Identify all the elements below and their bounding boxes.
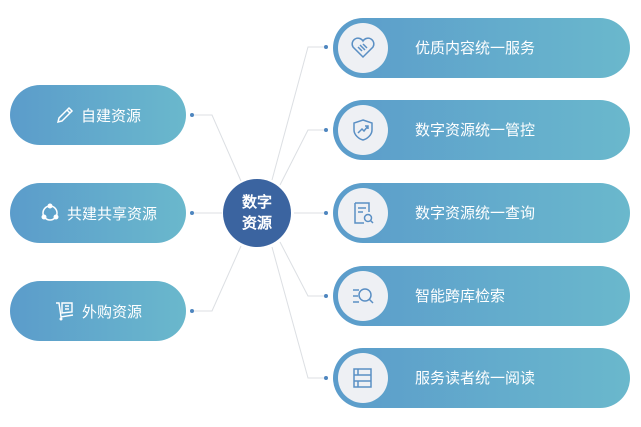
service-label: 服务读者统一阅读	[415, 369, 536, 387]
center-node-digital-resources: 数字资源	[223, 179, 291, 247]
connector-dot	[324, 211, 328, 215]
service-unified-reading: 服务读者统一阅读	[333, 348, 630, 408]
handshake-heart-icon	[338, 23, 388, 73]
pencil-icon	[56, 106, 74, 124]
center-label-line2: 资源	[241, 214, 272, 232]
service-unified-content: 优质内容统一服务	[333, 18, 630, 78]
center-label-line1: 数字	[241, 193, 272, 211]
service-unified-control: 数字资源统一管控	[333, 100, 630, 160]
service-label: 数字资源统一查询	[415, 204, 536, 222]
source-co-built-shared: 共建共享资源	[10, 183, 186, 243]
connector-dot	[324, 45, 328, 49]
list-search-icon	[338, 271, 388, 321]
source-label: 外购资源	[81, 302, 142, 321]
service-unified-query: 数字资源统一查询	[333, 183, 630, 243]
document-search-icon	[338, 188, 388, 238]
books-icon	[338, 353, 388, 403]
cart-icon	[55, 302, 74, 321]
connector-dot	[190, 211, 194, 215]
source-purchased: 外购资源	[10, 281, 186, 341]
service-cross-db-search: 智能跨库检索	[333, 266, 630, 326]
connector-dot	[190, 113, 194, 117]
connector-dot	[324, 376, 328, 380]
source-self-built: 自建资源	[10, 85, 186, 145]
shield-chart-icon	[338, 105, 388, 155]
service-label: 智能跨库检索	[415, 287, 506, 305]
source-label: 共建共享资源	[66, 204, 157, 223]
service-label: 数字资源统一管控	[415, 121, 536, 139]
connector-dot	[324, 128, 328, 132]
source-label: 自建资源	[80, 106, 141, 125]
connector-dot	[324, 294, 328, 298]
service-label: 优质内容统一服务	[415, 39, 536, 57]
connector-dot	[190, 309, 194, 313]
share-icon	[41, 203, 59, 221]
